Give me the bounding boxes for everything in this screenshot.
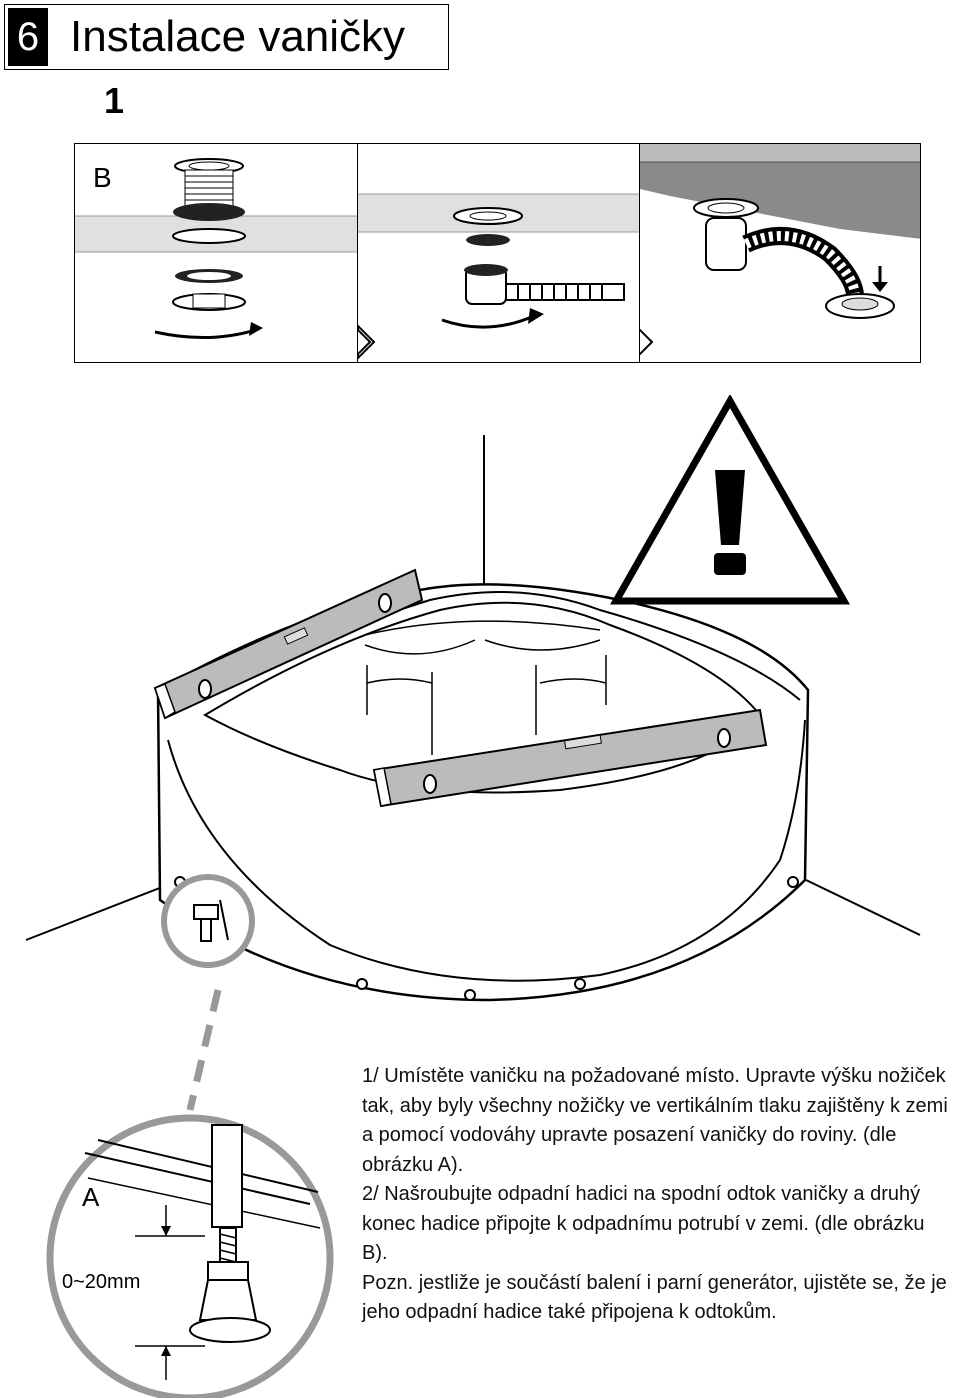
- panel-b-waste-assembly: B: [74, 143, 358, 363]
- waste-assembly-drawing: [75, 158, 357, 340]
- arrow-right-icon: [358, 328, 372, 356]
- instruction-paragraph-2: 2/ Našroubujte odpadní hadici na spodní …: [362, 1183, 925, 1264]
- instruction-paragraph-1: 1/ Umístěte vaničku na požadované místo.…: [362, 1065, 948, 1176]
- panel-hose-connection: [357, 143, 640, 363]
- panel-b-label: B: [93, 162, 112, 193]
- section-number: 6: [8, 8, 48, 66]
- panel-floor-drain: [639, 143, 921, 363]
- section-title: Instalace vaničky: [70, 12, 406, 61]
- warning-triangle-icon: [610, 395, 850, 605]
- hose-connection-drawing: [358, 193, 639, 360]
- floor-drain-drawing: [640, 144, 920, 319]
- arrow-right-icon: [640, 328, 654, 356]
- instruction-note: Pozn. jestliže je součástí balení i parn…: [362, 1271, 947, 1324]
- instructions-text: 1/ Umístěte vaničku na požadované místo.…: [362, 1062, 952, 1328]
- dimension-label: 0~20mm: [62, 1271, 141, 1293]
- step-number: 1: [104, 80, 125, 121]
- detail-a-label: A: [82, 1182, 100, 1212]
- section-header: 6 Instalace vaničky: [4, 4, 449, 70]
